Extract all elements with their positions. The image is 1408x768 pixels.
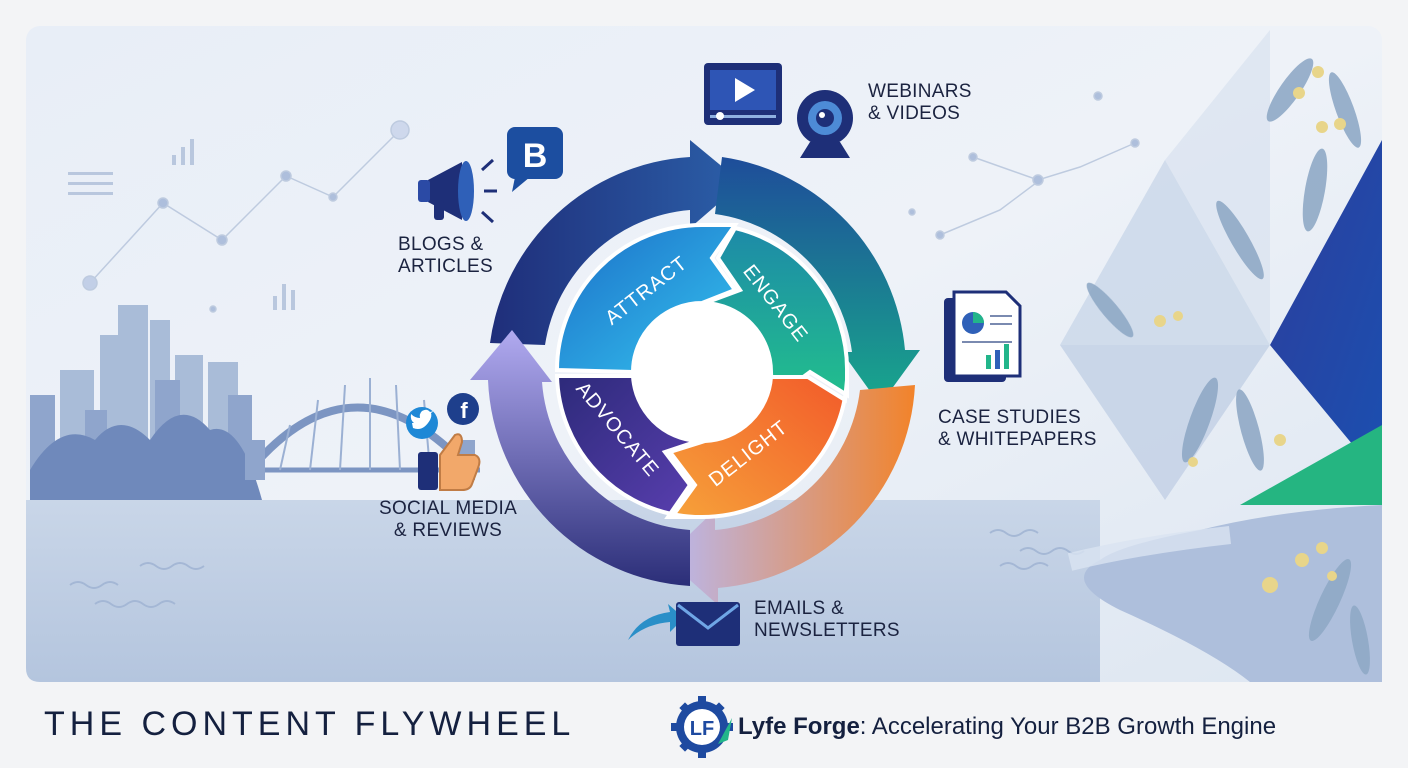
label-emails-newsletters: EMAILS & NEWSLETTERS	[754, 598, 900, 641]
water-ripples	[69, 529, 1085, 608]
stage-segment-delight	[666, 375, 849, 520]
brand-tagline: Lyfe Forge: Accelerating Your B2B Growth…	[738, 713, 1276, 741]
label-blogs-articles: BLOGS & ARTICLES	[398, 234, 493, 277]
blog-bubble-icon: B	[507, 127, 563, 192]
outer-ring-arrows	[470, 140, 920, 605]
svg-text:LF: LF	[690, 718, 714, 740]
page-title: THE CONTENT FLYWHEEL	[44, 705, 576, 743]
megaphone-icon	[418, 158, 497, 224]
thumbs-up-icon	[418, 433, 481, 491]
outer-arrow-right	[715, 157, 920, 405]
tagline-text: : Accelerating Your B2B Growth Engine	[859, 713, 1277, 740]
flywheel-hub	[633, 303, 771, 441]
svg-text:f: f	[460, 398, 468, 423]
outer-arrow-bottom	[665, 385, 915, 605]
stage-segment-engage	[704, 225, 850, 404]
inner-ring	[554, 223, 850, 520]
eucalyptus-leaves	[1086, 58, 1370, 675]
wattle-flowers	[1154, 66, 1346, 593]
outer-arrow-top	[490, 140, 742, 345]
city-skyline	[30, 305, 480, 500]
webcam-icon	[797, 90, 853, 158]
background-bars-icon	[68, 139, 295, 310]
twitter-icon	[406, 407, 438, 439]
label-webinars-videos: WEBINARS & VIDEOS	[868, 81, 972, 124]
facebook-icon: f	[447, 393, 479, 425]
lyfe-forge-logo: LF	[671, 696, 733, 758]
harbour-bridge	[246, 403, 473, 473]
outer-arrow-left	[470, 330, 690, 586]
brand-name: Lyfe Forge	[738, 713, 860, 740]
svg-text:B: B	[523, 137, 548, 175]
report-document-icon	[944, 290, 1022, 382]
geometric-landscape	[1060, 30, 1382, 682]
stage-segment-advocate	[554, 374, 699, 519]
label-case-studies-whitepapers: CASE STUDIES & WHITEPAPERS	[938, 407, 1097, 450]
harbour-water	[26, 500, 1100, 682]
video-player-icon	[704, 63, 782, 125]
label-social-media-reviews: SOCIAL MEDIA & REVIEWS	[379, 498, 518, 541]
background-network	[82, 91, 1140, 313]
opera-house	[30, 414, 262, 500]
envelope-icon	[628, 602, 740, 646]
